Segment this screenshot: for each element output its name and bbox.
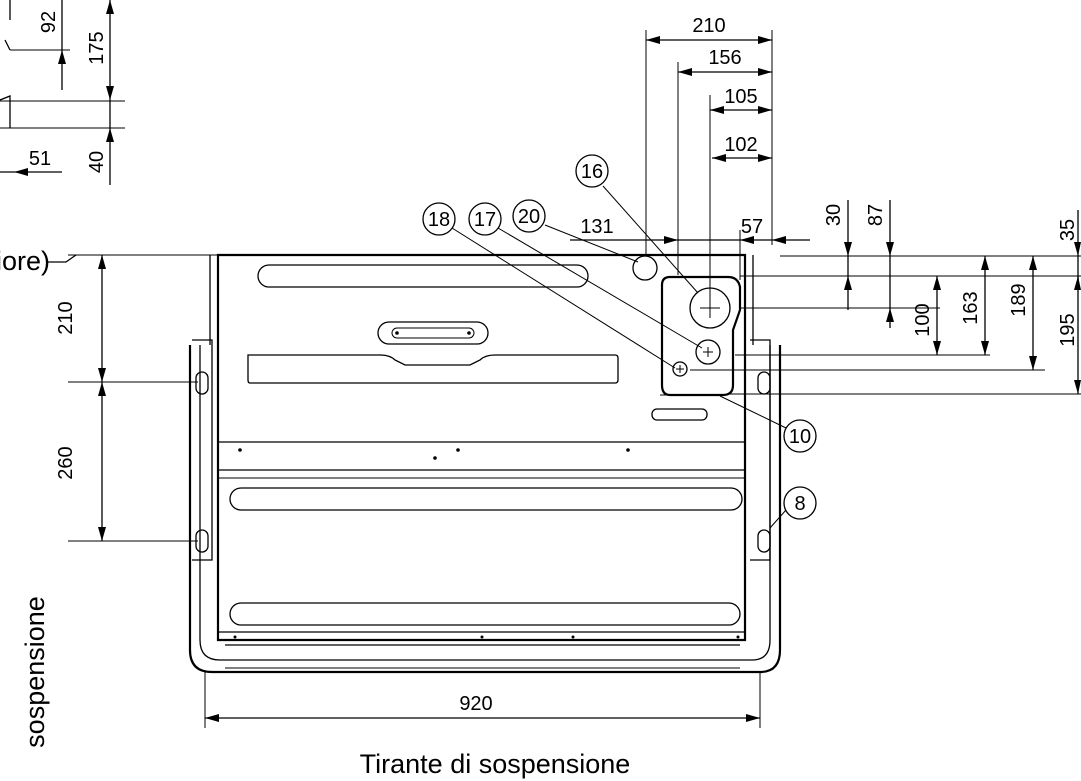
label-cut-left: iore) bbox=[0, 246, 50, 276]
callout-17: 17 bbox=[468, 202, 502, 236]
dim-195: 195 bbox=[1057, 313, 1079, 346]
callout-10-label: 10 bbox=[789, 426, 811, 448]
callout-18: 18 bbox=[422, 202, 456, 236]
label-tirante-bottom: Tirante di sospensione bbox=[360, 749, 631, 779]
callout-16-label: 16 bbox=[581, 161, 603, 183]
dim-92: 92 bbox=[38, 11, 60, 33]
callout-10: 10 bbox=[783, 419, 817, 453]
label-sospensione-vertical: sospensione bbox=[20, 596, 50, 748]
dim-57: 57 bbox=[741, 216, 763, 238]
dim-51: 51 bbox=[29, 148, 51, 170]
callout-17-label: 17 bbox=[474, 209, 496, 231]
callout-8-label: 8 bbox=[794, 493, 805, 515]
dim-175: 175 bbox=[86, 31, 108, 64]
dim-30: 30 bbox=[823, 204, 845, 226]
dim-189: 189 bbox=[1008, 283, 1030, 316]
dim-105: 105 bbox=[724, 86, 757, 108]
callout-20: 20 bbox=[512, 199, 546, 233]
unit-outline bbox=[188, 253, 782, 674]
dim-156: 156 bbox=[708, 47, 741, 69]
dim-210-left: 210 bbox=[55, 301, 77, 334]
captions: iore) Tirante di sospensione sospensione bbox=[0, 246, 630, 779]
leader-lines bbox=[451, 185, 787, 529]
dim-163: 163 bbox=[960, 291, 982, 324]
dim-40: 40 bbox=[86, 151, 108, 173]
callout-16: 16 bbox=[575, 154, 609, 188]
dim-260: 260 bbox=[55, 446, 77, 479]
dim-100: 100 bbox=[912, 303, 934, 336]
pipe-panel bbox=[632, 255, 742, 397]
dim-102: 102 bbox=[724, 134, 757, 156]
dimension-lines bbox=[0, 0, 1081, 728]
dimension-labels: 210 156 105 102 131 57 920 51 30 87 35 1… bbox=[29, 11, 1079, 715]
dim-210-top: 210 bbox=[692, 15, 725, 37]
callout-8: 8 bbox=[783, 486, 817, 520]
dim-87: 87 bbox=[865, 204, 887, 226]
callout-20-label: 20 bbox=[518, 206, 540, 228]
callout-18-label: 18 bbox=[428, 209, 450, 231]
dim-131: 131 bbox=[580, 216, 613, 238]
slots bbox=[195, 264, 771, 626]
callouts: 16 18 17 20 10 8 bbox=[422, 154, 817, 520]
dim-920: 920 bbox=[459, 693, 492, 715]
dim-35: 35 bbox=[1057, 219, 1079, 241]
